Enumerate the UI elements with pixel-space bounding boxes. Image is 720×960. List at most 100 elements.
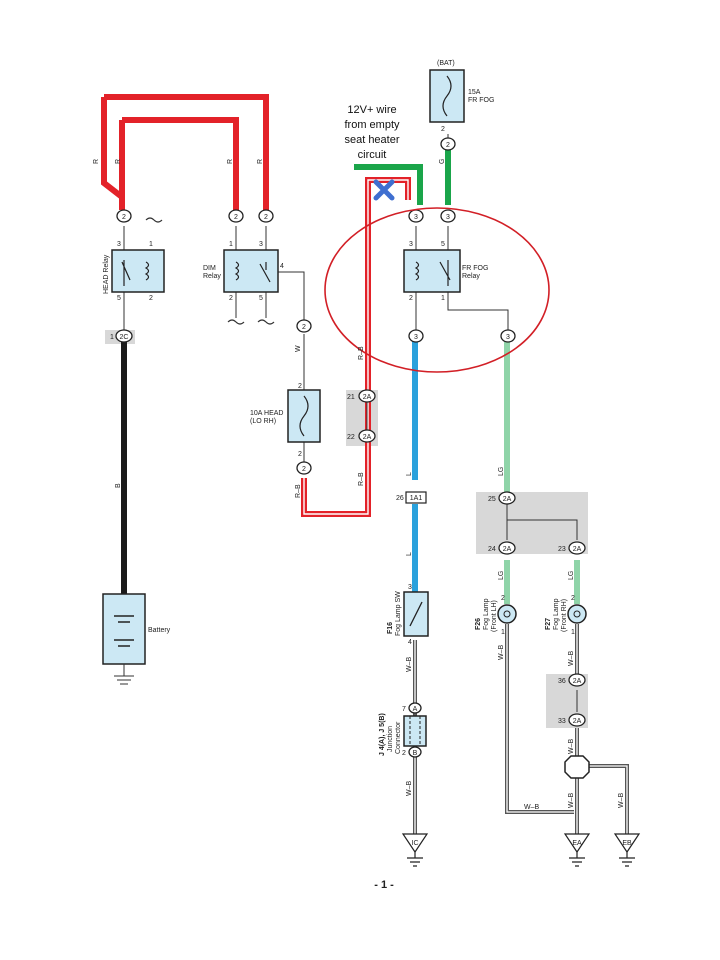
- pin-number: 1: [501, 629, 505, 636]
- wire-label: R–B: [358, 346, 365, 360]
- red-black-wire: [301, 177, 411, 517]
- c: 2: [122, 214, 126, 221]
- head-relay: [111, 249, 165, 293]
- wire-label: LG: [568, 571, 575, 580]
- pin: 5: [259, 295, 263, 302]
- pin-number: 4: [408, 639, 412, 646]
- c: A: [413, 706, 418, 713]
- fuse-bat-label: (BAT): [437, 60, 455, 67]
- fog-lamp-switch: [403, 591, 429, 637]
- wire-label: W–B: [568, 739, 575, 755]
- fog-lamp-lh: [497, 604, 517, 624]
- f27-label-2: (Front RH): [561, 599, 568, 632]
- pin: 2: [149, 295, 153, 302]
- thin-wires: [123, 70, 578, 716]
- pin-number: 22: [347, 434, 355, 441]
- fuse-15a-label: 15A: [468, 89, 481, 96]
- relay-pins: 3 1 5 2 1 3 4 2 5 3 5 2 1 2 1: [110, 126, 445, 341]
- annotation-line-2: from empty: [344, 119, 400, 131]
- c: 2: [264, 214, 268, 221]
- fr-fog-relay-label-1: FR FOG: [462, 265, 488, 272]
- dim-relay-label-1: DIM: [203, 265, 216, 272]
- cross-mark-icon: [373, 179, 395, 201]
- c: 3: [506, 334, 510, 341]
- ground-ea-symbol: [563, 833, 591, 867]
- wire-label: R: [257, 159, 264, 164]
- pin-number: 2: [501, 595, 505, 602]
- highlight-circle: [324, 207, 550, 373]
- dim-relay-label-2: Relay: [203, 273, 221, 280]
- pin: 2: [441, 126, 445, 133]
- f26-label-2: (Front LH): [491, 600, 498, 632]
- pin-number: 2: [571, 595, 575, 602]
- ground-eb-label: EB: [622, 840, 632, 847]
- pin-number: 2: [298, 383, 302, 390]
- pin: 3: [409, 241, 413, 248]
- c: 2: [446, 142, 450, 149]
- head-relay-label: HEAD Relay: [103, 254, 110, 294]
- c: 3: [414, 214, 418, 221]
- wire-label: R–B: [358, 472, 365, 486]
- pin: 3: [259, 241, 263, 248]
- c: B: [413, 750, 418, 757]
- wire-label: B: [115, 483, 122, 488]
- pin-number: 21: [347, 394, 355, 401]
- wire-label: R: [115, 159, 122, 164]
- fuse-10a-label: 10A HEAD: [250, 410, 283, 417]
- pin: 5: [117, 295, 121, 302]
- pin: 4: [280, 263, 284, 270]
- ground-ea-label: EA: [572, 840, 582, 847]
- green-wire: [354, 150, 451, 205]
- wire-label: W–B: [618, 793, 625, 809]
- pin-number: 3: [408, 584, 412, 591]
- c: 3: [414, 334, 418, 341]
- pin-number: 25: [488, 496, 496, 503]
- pin: 1: [441, 295, 445, 302]
- wire-label: W: [295, 345, 302, 352]
- pin: 1: [110, 334, 114, 341]
- page-number: - 1 -: [374, 879, 394, 891]
- c: 1A1: [410, 495, 423, 502]
- pin-number: 7: [402, 706, 406, 713]
- junction-label-3: Connector: [395, 721, 402, 754]
- junction-connector-symbol: [403, 715, 427, 747]
- connector-oval: [115, 137, 586, 758]
- wire-label: W–B: [406, 781, 413, 797]
- shade-2a-23-25: [476, 492, 588, 554]
- white-black-wires: [413, 624, 629, 834]
- pin: 3: [117, 241, 121, 248]
- pin: 2: [409, 295, 413, 302]
- wire-label: L: [406, 552, 413, 556]
- c: 2A: [363, 434, 372, 441]
- splice-point: [564, 755, 590, 779]
- c: 2A: [573, 678, 582, 685]
- pin-number: 1: [571, 629, 575, 636]
- c: 2A: [503, 546, 512, 553]
- light-green-wire-lg: [504, 340, 580, 604]
- wire-color-labels: R R R R G W B R–B R–B R–B L L LG LG LG W…: [93, 159, 625, 811]
- pin-number: 2: [402, 750, 406, 757]
- annotation-line-4: circuit: [358, 149, 387, 161]
- wire-label: W–B: [498, 645, 505, 661]
- pin: 2: [229, 295, 233, 302]
- wire-label: W–B: [568, 651, 575, 667]
- f26-label-1: Fog Lamp: [483, 598, 490, 630]
- junction-label-2: Junction: [387, 726, 394, 752]
- fr-fog-relay: [403, 249, 461, 293]
- red-wire-r: [101, 94, 269, 210]
- wire-label: R–B: [295, 484, 302, 498]
- c: 2: [302, 466, 306, 473]
- fuse-lo-rh-label: (LO RH): [250, 418, 276, 425]
- ground-ic-symbol: [401, 833, 429, 867]
- junction-label-1: J 4(A), J 5(B): [379, 713, 386, 756]
- pin-number: 2: [298, 451, 302, 458]
- c: 2A: [573, 718, 582, 725]
- fuse-10a-head: [287, 389, 321, 443]
- c: 2: [234, 214, 238, 221]
- pin-number: 26: [396, 495, 404, 502]
- c: 3: [446, 214, 450, 221]
- connector-labels: 2 2 2 3 3 2 2C 2 3 3 2 2A 2A 2A 2A 2A 2A…: [120, 142, 582, 757]
- wire-label: R: [227, 159, 234, 164]
- fr-fog-relay-label-2: Relay: [462, 273, 480, 280]
